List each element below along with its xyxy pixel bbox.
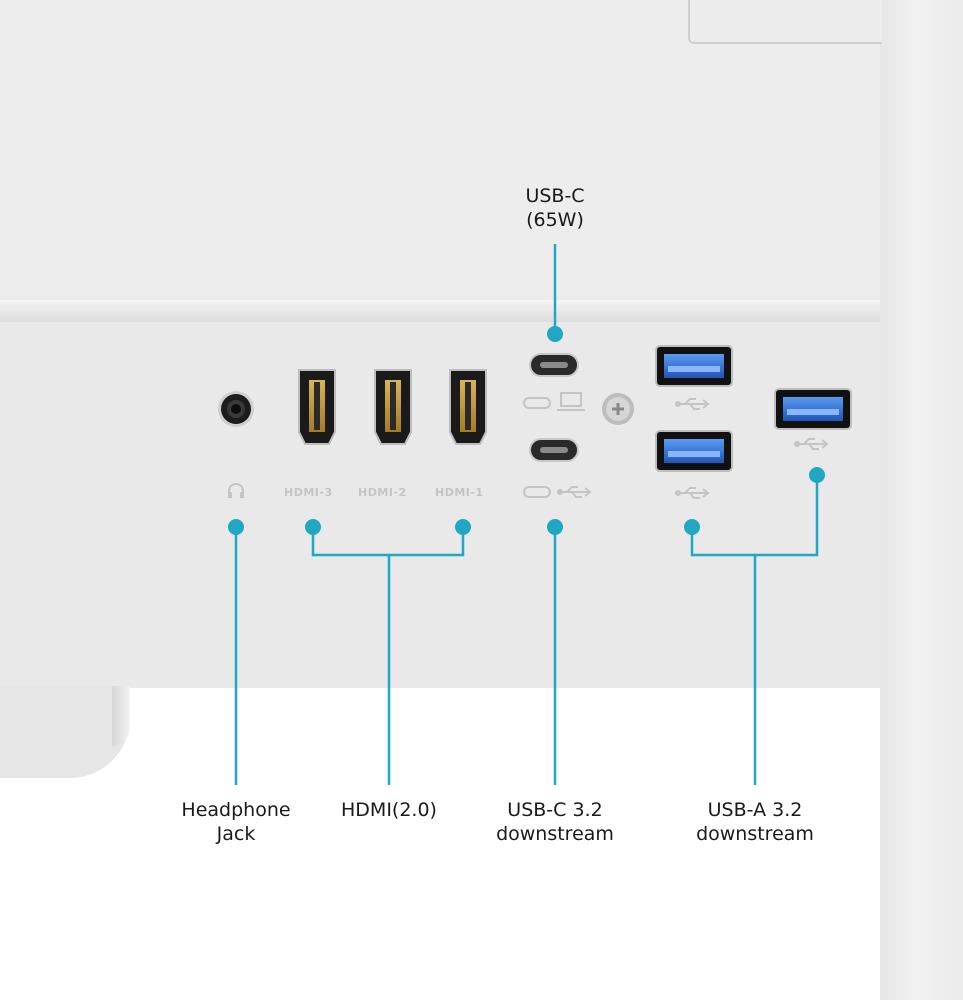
monitor-back-panel (0, 0, 880, 310)
usb-a-port-2[interactable] (655, 430, 733, 472)
usb-icon (675, 398, 710, 410)
headphone-jack-port[interactable] (218, 391, 254, 427)
hdmi-line1: HDMI(2.0) (341, 799, 437, 821)
hdmi3-port-label: HDMI-3 (284, 486, 333, 499)
thunderbolt-oval-icon (523, 397, 551, 409)
usb-c-65w-line2: (65W) (526, 209, 584, 231)
laptop-icon (557, 392, 585, 411)
vesa-cover-plate (688, 0, 882, 44)
hdmi-callout: HDMI(2.0) (329, 798, 449, 822)
hdmi-port-2[interactable] (374, 369, 412, 445)
usb-a-port-1[interactable] (655, 345, 733, 387)
usb-c-65w-line1: USB-C (525, 185, 585, 207)
monitor-side-edge (880, 0, 963, 1000)
hdmi-port-1[interactable] (449, 369, 487, 445)
callout-dots (228, 326, 825, 535)
usb-icon (794, 438, 829, 450)
usb-icon (557, 486, 592, 498)
stand-base-edge (112, 686, 130, 746)
hdmi-port-3[interactable] (298, 369, 336, 445)
panel-edge (0, 300, 880, 322)
hdmi2-port-label: HDMI-2 (358, 486, 407, 499)
stand-base (0, 686, 130, 778)
thunderbolt-oval-icon (523, 486, 551, 498)
usb-c-downstream-port[interactable] (529, 438, 579, 462)
usb-icon (675, 487, 710, 499)
usb-a-downstream-callout: USB-A 3.2 downstream (685, 798, 825, 846)
usb-c-downstream-callout: USB-C 3.2 downstream (485, 798, 625, 846)
headphone-icon (228, 483, 244, 498)
screw-icon (602, 393, 634, 425)
headphone-line2: Jack (216, 823, 256, 845)
usb-c-down-line2: downstream (496, 823, 614, 845)
usb-c-65w-callout: USB-C (65W) (505, 184, 605, 232)
headphone-jack-callout: Headphone Jack (166, 798, 306, 846)
hdmi1-port-label: HDMI-1 (435, 486, 484, 499)
usb-a-down-line2: downstream (696, 823, 814, 845)
usb-a-port-3[interactable] (774, 388, 852, 430)
usb-c-65w-port[interactable] (529, 353, 579, 377)
usb-a-down-line1: USB-A 3.2 (707, 799, 803, 821)
io-panel (0, 318, 880, 688)
headphone-line1: Headphone (181, 799, 291, 821)
usb-c-down-line1: USB-C 3.2 (507, 799, 603, 821)
callout-lines (234, 244, 819, 785)
